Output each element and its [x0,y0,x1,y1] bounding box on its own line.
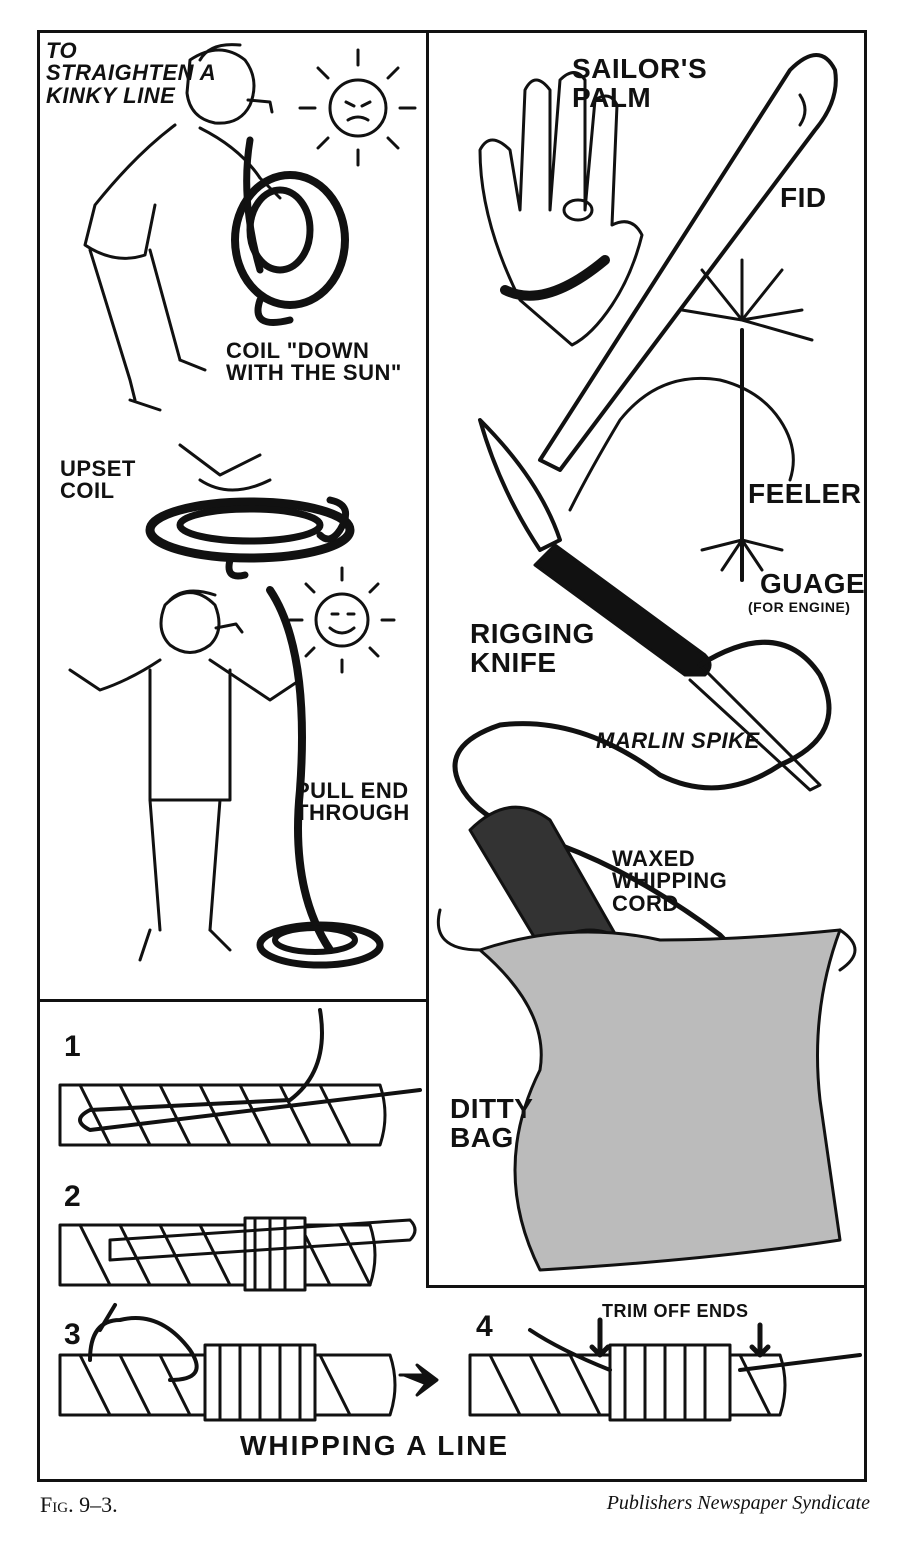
smiling-sun-icon [288,566,396,674]
label-trim-off: TRIM OFF ENDS [602,1301,749,1321]
label-fid: FID [780,182,827,213]
label-straighten: TO STRAIGHTEN A KINKY LINE [46,38,216,108]
step-number-1: 1 [64,1030,81,1063]
label-coil-down: COIL "DOWN WITH THE SUN" [226,338,402,386]
label-ditty-bag: DITTY BAG [450,1093,533,1153]
label-for-engine: (FOR ENGINE) [748,599,851,615]
credit-line: Publishers Newspaper Syndicate [606,1492,870,1514]
label-feeler: FEELER [748,478,862,509]
label-marlin-spike: MARLIN SPIKE [596,728,760,753]
whipping-step-4-illustration [468,1317,862,1422]
step-number-2: 2 [64,1180,81,1213]
ditty-bag-icon [437,908,857,1272]
label-waxed-cord: WAXED WHIPPING CORD [612,846,728,916]
sailors-palm-icon [478,71,644,347]
angry-sun-icon [298,48,417,167]
whipping-step-2-illustration [58,1216,417,1292]
figure-frame [37,30,867,1482]
figure-caption: Fig. 9–3. [40,1492,118,1517]
man-coiling-illustration [83,43,349,412]
label-whipping: WHIPPING A LINE [240,1430,510,1461]
man-pulling-illustration [68,586,384,969]
label-pull-end: PULL END THROUGH [295,778,410,826]
whipping-step-3-illustration [58,1303,439,1422]
whipping-step-1-illustration [58,1008,422,1147]
rigging-knife-icon [452,418,832,1038]
label-guage: GUAGE [760,568,866,599]
label-rigging-knife: RIGGING KNIFE [470,618,595,678]
upset-coil-illustration [145,443,355,580]
step-number-4: 4 [476,1310,493,1343]
feeler-gauge-icon [568,258,814,582]
label-sailors-palm: SAILOR'S PALM [572,53,708,113]
label-upset-coil: UPSET COIL [60,456,136,504]
step-number-3: 3 [64,1318,81,1351]
fid-icon [538,53,838,472]
